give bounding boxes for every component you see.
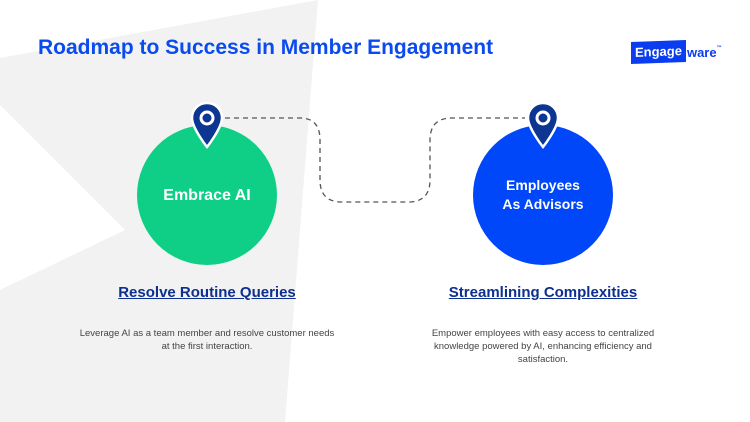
step-heading-streamlining-complexities[interactable]: Streamlining Complexities — [448, 284, 638, 301]
engageware-logo: Engage ware™ — [631, 40, 722, 64]
step-description: Empower employees with easy access to ce… — [431, 328, 655, 365]
map-pin-icon — [526, 101, 560, 150]
step-description: Leverage AI as a team member and resolve… — [79, 328, 335, 352]
dashed-route — [225, 117, 525, 203]
map-pin-icon — [190, 101, 224, 150]
step-circle-employees-as-advisors: Employees As Advisors — [473, 125, 613, 265]
page-title: Roadmap to Success in Member Engagement — [38, 36, 494, 59]
step-heading-resolve-routine-queries[interactable]: Resolve Routine Queries — [118, 284, 296, 301]
